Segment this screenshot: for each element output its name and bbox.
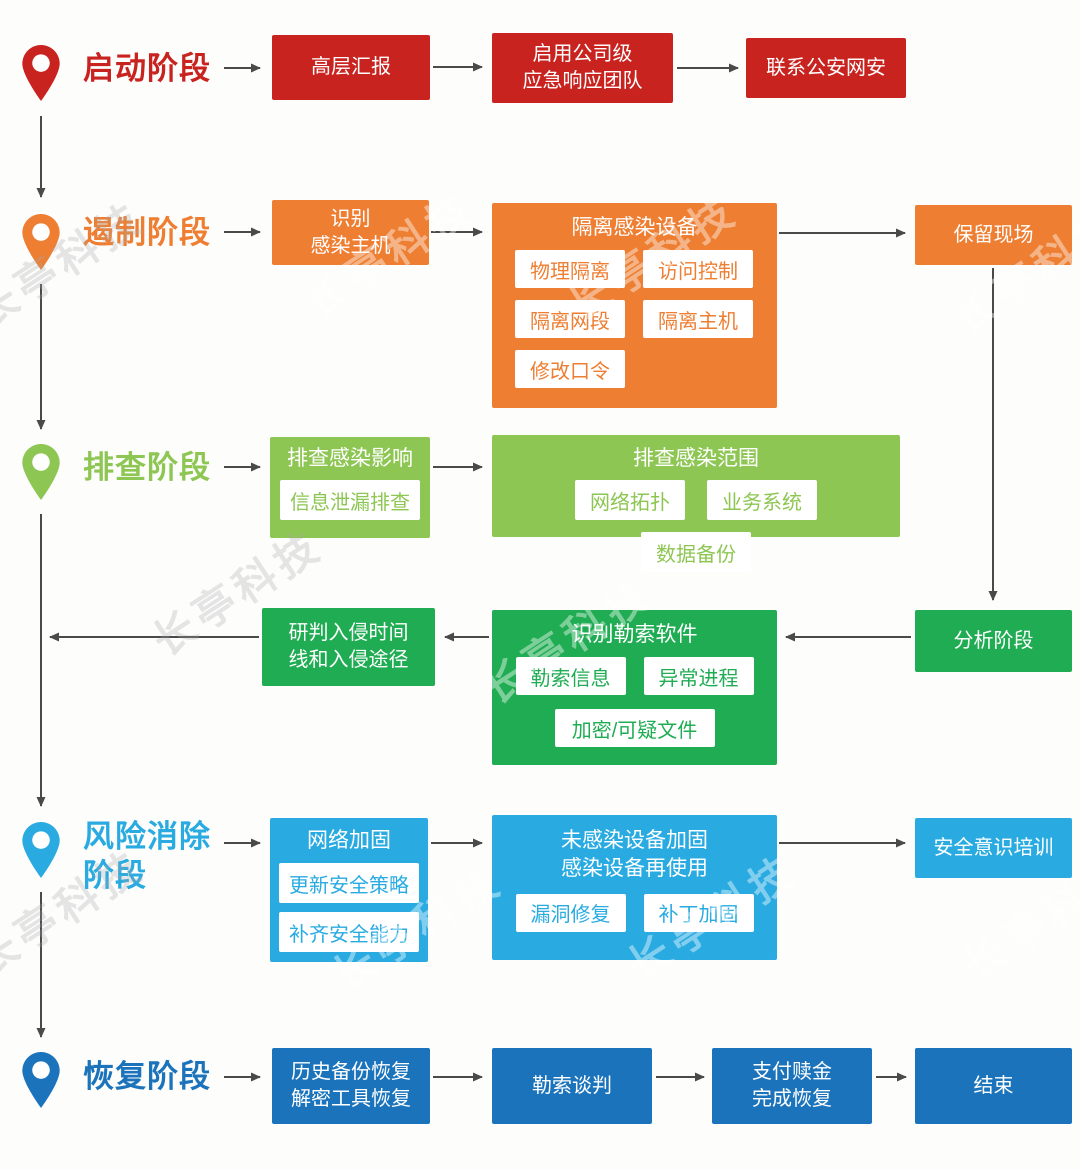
phase-label-investigation: 排查阶段 — [83, 450, 211, 485]
sub-item-abnormal-process: 异常进程 — [643, 657, 754, 696]
step-activate-response-team: 启用公司级 应急响应团队 — [492, 33, 673, 103]
phase-label-recovery: 恢复阶段 — [83, 1059, 211, 1094]
map-pin-icon — [22, 45, 60, 101]
sub-item-access-control: 访问控制 — [643, 250, 753, 289]
step-identify-infected-host: 识别 感染主机 — [272, 200, 429, 265]
map-pin-icon — [22, 822, 60, 878]
step-preserve-scene: 保留现场 — [915, 205, 1072, 265]
step-contact-police: 联系公安网安 — [746, 38, 906, 98]
map-pin-icon — [22, 444, 60, 500]
phase-label-containment: 遏制阶段 — [83, 215, 211, 250]
panel-infection-impact: 排查感染影响 信息泄漏排查 — [270, 437, 430, 538]
phase-pin-risk-elimination — [20, 815, 62, 885]
panel-title: 未感染设备加固 感染设备再使用 — [561, 829, 708, 881]
panel-device-hardening: 未感染设备加固 感染设备再使用 漏洞修复 补丁加固 — [492, 815, 777, 960]
stage-analysis: 分析阶段 — [915, 610, 1072, 672]
panel-title: 排查感染影响 — [287, 447, 413, 470]
step-pay-ransom: 支付赎金 完成恢复 — [712, 1048, 872, 1124]
step-intrusion-timeline: 研判入侵时间 线和入侵途径 — [262, 608, 435, 686]
sub-item-isolate-host: 隔离主机 — [643, 300, 753, 339]
phase-pin-recovery — [20, 1045, 62, 1115]
map-pin-icon — [22, 1052, 60, 1108]
panel-title: 隔离感染设备 — [571, 216, 698, 239]
step-ransom-negotiation: 勒索谈判 — [492, 1048, 652, 1124]
sub-item-change-password: 修改口令 — [515, 350, 625, 389]
panel-title: 排查感染范围 — [633, 447, 759, 470]
sub-item-business-systems: 业务系统 — [707, 480, 817, 521]
sub-item-network-topology: 网络拓扑 — [575, 480, 685, 521]
step-security-awareness-training: 安全意识培训 — [915, 818, 1072, 878]
sub-item-isolate-segment: 隔离网段 — [515, 300, 625, 339]
step-end: 结束 — [915, 1048, 1072, 1124]
phase-pin-investigation — [20, 437, 62, 507]
sub-item-vulnerability-fix: 漏洞修复 — [515, 893, 626, 932]
sub-item-data-leak-check: 信息泄漏排查 — [280, 480, 420, 521]
panel-isolate-infected-devices: 隔离感染设备 物理隔离 访问控制 隔离网段 隔离主机 修改口令 — [492, 203, 777, 408]
sub-item-ransom-note: 勒索信息 — [515, 657, 626, 696]
phase-pin-containment — [20, 207, 62, 277]
step-report-to-management: 高层汇报 — [272, 35, 430, 100]
panel-network-hardening: 网络加固 更新安全策略 补齐安全能力 — [270, 818, 428, 962]
phase-pin-launch — [20, 38, 62, 108]
sub-item-physical-isolation: 物理隔离 — [515, 250, 625, 289]
panel-identify-ransomware: 识别勒索软件 勒索信息 异常进程 加密/可疑文件 — [492, 610, 777, 765]
sub-item-data-backup: 数据备份 — [641, 532, 751, 573]
phase-label-launch: 启动阶段 — [83, 51, 211, 86]
panel-title: 网络加固 — [307, 829, 391, 852]
step-backup-restore: 历史备份恢复 解密工具恢复 — [272, 1048, 430, 1124]
sub-item-update-policy: 更新安全策略 — [279, 863, 419, 904]
map-pin-icon — [22, 214, 60, 270]
sub-item-patch-hardening: 补丁加固 — [643, 893, 754, 932]
panel-title: 识别勒索软件 — [571, 623, 698, 646]
sub-item-encrypted-files: 加密/可疑文件 — [554, 709, 715, 748]
panel-infection-scope: 排查感染范围 网络拓扑 业务系统 数据备份 — [492, 435, 900, 573]
phase-label-risk-elimination: 风险消除 阶段 — [83, 819, 211, 893]
sub-item-security-capability: 补齐安全能力 — [279, 912, 419, 953]
